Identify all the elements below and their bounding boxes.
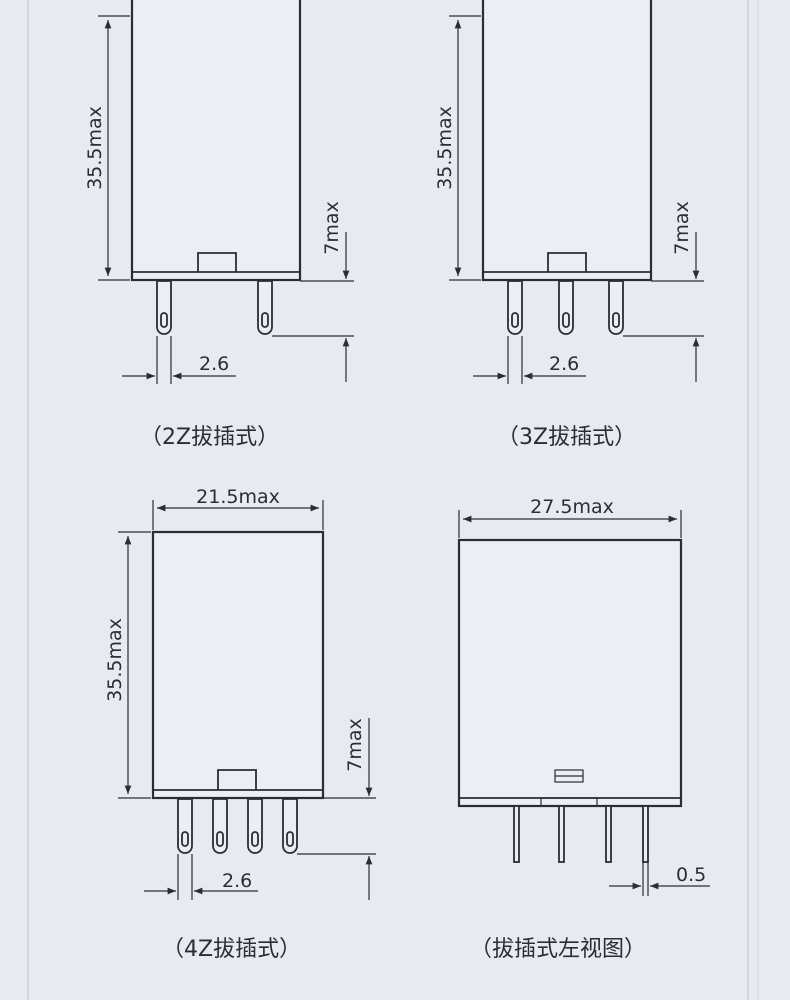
caption-side-view: （拔插式左视图） xyxy=(470,937,646,962)
relay-body xyxy=(151,530,325,800)
pin xyxy=(247,798,263,854)
diagram-side-view: 27.5max 0.5 （拔插式左视图） xyxy=(457,496,710,962)
pin xyxy=(177,798,193,854)
height-dimension-label: 35.5max xyxy=(104,618,126,702)
pin-length-label: 7max xyxy=(321,201,343,254)
pin xyxy=(507,280,523,335)
height-dimension-label: 35.5max xyxy=(434,106,456,190)
width-dimension-label: 21.5max xyxy=(196,486,280,508)
diagram-2z: 35.5max 7max 2.6 （2Z拔插式） xyxy=(84,0,354,450)
diagram-4z: 21.5max 35.5max 7max 2.6 （4Z拔插式） xyxy=(104,486,376,962)
pin-length-label: 7max xyxy=(671,201,693,254)
pin-length-label: 7max xyxy=(344,718,366,771)
pin-pitch-label: 2.6 xyxy=(199,353,229,375)
pin xyxy=(605,805,612,863)
caption-4z: （4Z拔插式） xyxy=(162,937,301,962)
pin xyxy=(608,280,624,335)
pin xyxy=(558,805,565,863)
relay-body xyxy=(457,538,683,808)
relay-body xyxy=(130,0,302,282)
pin xyxy=(212,798,228,854)
pin xyxy=(257,280,273,335)
pin xyxy=(156,280,172,335)
width-dimension-label: 27.5max xyxy=(530,496,614,518)
pin-pitch-label: 2.6 xyxy=(549,353,579,375)
pin xyxy=(558,280,574,335)
pin-thickness-label: 0.5 xyxy=(676,864,706,886)
diagram-3z: 35.5max 7max 2.6 （3Z拔插式） xyxy=(434,0,704,450)
height-dimension-label: 35.5max xyxy=(84,106,106,190)
pin-pitch-label: 2.6 xyxy=(222,870,252,892)
page-frame xyxy=(27,0,759,1000)
relay-body xyxy=(481,0,653,282)
pin xyxy=(642,805,649,863)
pin xyxy=(282,798,298,854)
caption-2z: （2Z拔插式） xyxy=(140,425,279,450)
caption-3z: （3Z拔插式） xyxy=(497,425,636,450)
pin xyxy=(513,805,520,863)
